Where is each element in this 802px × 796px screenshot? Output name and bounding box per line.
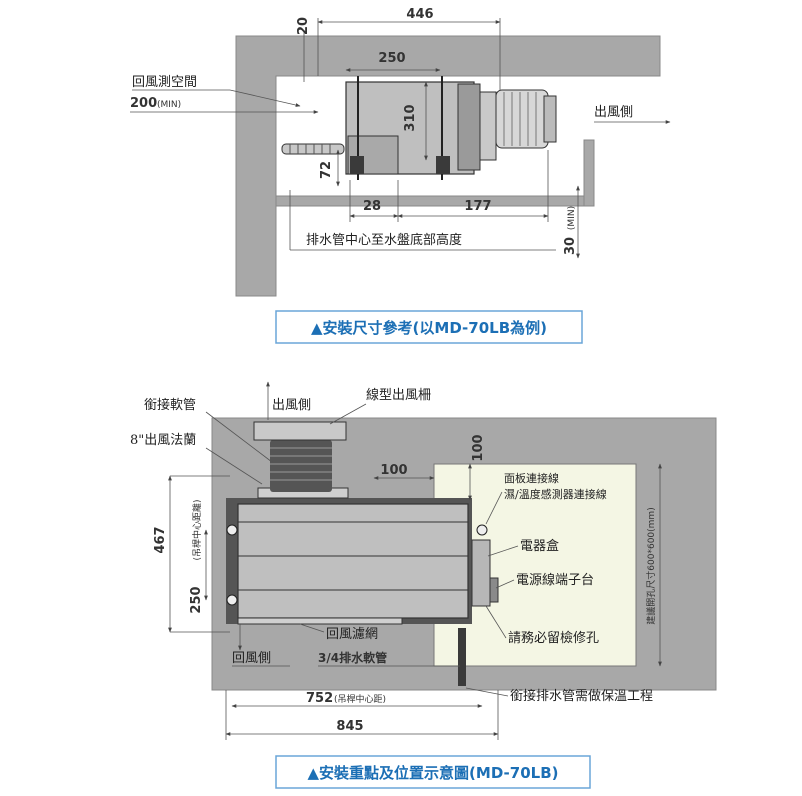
label-insulation-note: 銜接排水管需做保溫工程: [510, 688, 653, 704]
bottom-diagram: 銜接軟管 出風側 線型出風柵 8"出風法蘭 467 250 (吊桿中心距離) 1…: [130, 381, 717, 789]
ceiling-wall: [235, 35, 661, 297]
label-return-space: 回風測空間: [132, 75, 197, 90]
dim-446: 446: [406, 7, 433, 22]
label-return-filter: 回風濾網: [326, 627, 378, 642]
label-return-side: 回風側: [232, 651, 271, 666]
label-sensor-wire: 濕/溫度感測器連接線: [504, 487, 607, 501]
dim-752: 752: [306, 691, 333, 706]
dim-845: 845: [336, 719, 363, 734]
label-flex-hose: 銜接軟管: [144, 397, 196, 413]
electric-box: [471, 539, 491, 607]
label-outlet-side-top: 出風側: [594, 105, 633, 120]
label-drain-height: 排水管中心至水盤底部高度: [306, 232, 462, 248]
label-hanger-center-short: (吊桿中心距): [334, 693, 386, 705]
label-flange: 8"出風法蘭: [130, 432, 196, 448]
dim-310: 310: [403, 104, 418, 131]
label-linear-grille: 線型出風柵: [366, 387, 431, 403]
dim-100-h: 100: [380, 463, 407, 478]
dim-28: 28: [363, 199, 381, 214]
dim-20: 20: [296, 17, 311, 35]
caption-bottom: ▲安裝重點及位置示意圖(MD-70LB): [308, 764, 559, 782]
top-diagram: 446 20 250 310 72 28 177 30 (MIN) 200 (M…: [130, 7, 671, 344]
label-hanger-center: (吊桿中心距離): [191, 499, 203, 560]
dim-200-unit: (MIN): [157, 100, 181, 110]
dim-30-unit: (MIN): [567, 206, 577, 230]
dim-250: 250: [378, 51, 405, 66]
label-electric-box: 電器盒: [520, 538, 559, 554]
label-outlet-side-bottom: 出風側: [272, 398, 311, 413]
dim-200: 200: [130, 96, 157, 111]
label-panel-wire: 面板連接線: [504, 471, 559, 485]
caption-box-top: [275, 310, 583, 344]
drain-hose-top: [281, 143, 345, 155]
dim-30: 30: [563, 237, 578, 255]
ceiling-plate: [275, 195, 585, 207]
caption-top: ▲安裝尺寸參考(以MD-70LB為例): [311, 319, 547, 337]
caption-box-bottom: [275, 755, 591, 789]
dim-100-v: 100: [471, 434, 486, 461]
dim-467: 467: [153, 526, 168, 553]
dim-72: 72: [319, 161, 334, 179]
unit-side-view: [281, 76, 557, 180]
label-terminal: 電源線端子台: [516, 572, 594, 588]
label-access-hole: 請務必留檢修孔: [508, 630, 599, 646]
label-drain-hose: 3/4排水軟管: [318, 650, 387, 665]
right-wall-stub: [583, 139, 595, 207]
dim-250-bottom: 250: [189, 586, 204, 613]
label-suggested-hole: 建議開孔尺寸600*600(mm): [645, 507, 657, 624]
unit-plan-view: [226, 421, 499, 686]
dim-177: 177: [464, 199, 491, 214]
